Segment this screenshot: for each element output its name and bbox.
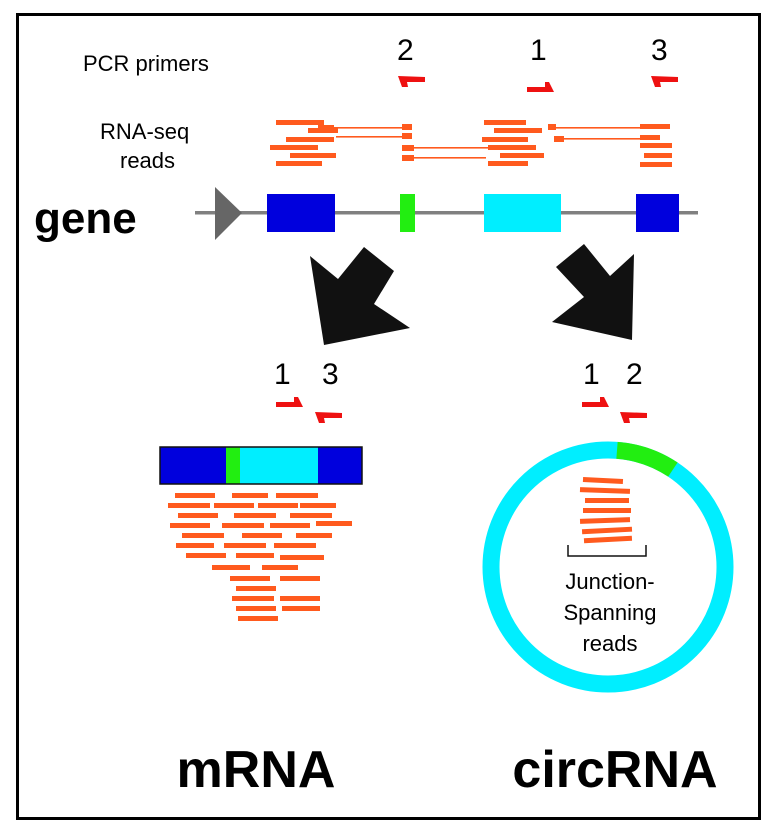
junction-label-line3: reads — [582, 631, 637, 656]
arrow-to-circrna — [552, 244, 634, 340]
mrna-transcript — [159, 446, 363, 485]
circ-primer-2-number: 2 — [626, 358, 643, 391]
exon-2-green — [400, 194, 415, 232]
circ-primer-1 — [582, 397, 609, 407]
gene-rnaseq-reads — [270, 120, 672, 167]
exon-3-cyan — [484, 194, 561, 232]
gene-primer-3 — [651, 76, 678, 87]
junction-bracket — [567, 545, 647, 557]
arrow-to-mrna — [310, 247, 410, 345]
circrna-ring — [482, 441, 734, 693]
circrna-title: circRNA — [512, 741, 717, 799]
exon-1-blue — [267, 194, 335, 232]
gene-structure — [195, 187, 698, 240]
pcr-primers-label: PCR primers — [83, 51, 209, 76]
rnaseq-label-line1: RNA-seq — [100, 119, 189, 144]
junction-spanning-reads — [579, 476, 633, 544]
rnaseq-label-line2: reads — [120, 148, 175, 173]
mrna-primer-3-number: 3 — [322, 358, 339, 391]
junction-label-line1: Junction- — [565, 569, 654, 594]
gene-intron-line — [195, 211, 698, 215]
circ-primer-1-number: 1 — [583, 358, 600, 391]
circ-primer-2 — [620, 412, 647, 423]
mrna-primer-1-number: 1 — [274, 358, 291, 391]
exon-4-blue — [636, 194, 679, 232]
mrna-primer-3 — [315, 412, 342, 423]
gene-primer-1 — [527, 82, 554, 92]
mrna-primer-1 — [276, 397, 303, 407]
mrna-title: mRNA — [177, 741, 336, 799]
gene-primer-3-number: 3 — [651, 34, 668, 67]
promoter-triangle — [215, 187, 242, 240]
figure-frame — [16, 13, 761, 820]
gene-primer-2 — [398, 76, 425, 87]
gene-primer-1-number: 1 — [530, 34, 547, 67]
mrna-rnaseq-reads — [168, 493, 352, 621]
junction-label-line2: Spanning — [564, 600, 657, 625]
gene-label: gene — [34, 194, 137, 243]
gene-primer-2-number: 2 — [397, 34, 414, 67]
